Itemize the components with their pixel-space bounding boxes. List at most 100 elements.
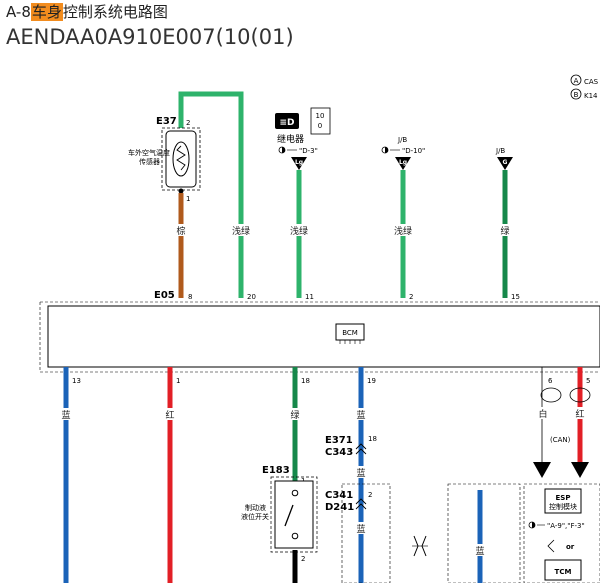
bcm-pin-1: 1 (176, 377, 180, 385)
wire-label-bg (174, 224, 188, 236)
esp-chip-icon (544, 488, 582, 514)
can-bus: 白 红 (CAN) (533, 367, 591, 478)
thermistor-zigzag (176, 145, 186, 171)
relay-ref: "D-3" (299, 147, 318, 155)
sensor-pin-dot (178, 188, 184, 194)
wire-label-blue-mid: 蓝 (356, 409, 365, 421)
wire-label-red-right: 红 (575, 408, 584, 420)
sensor-pin-top: 2 (186, 119, 190, 127)
connector-chevron-icon (355, 498, 367, 505)
conn1-pin: 18 (368, 435, 377, 443)
switch-dashed-box (270, 476, 318, 553)
tcm-label: TCM (555, 568, 572, 576)
bcm-pin-13: 13 (72, 377, 81, 385)
relay-arrow (291, 157, 307, 170)
relay-name: 继电器 (277, 133, 304, 145)
wire-label-blue-mid-3: 蓝 (356, 523, 365, 535)
legend-mark-b (570, 88, 582, 100)
conn2-line1: C341 (325, 490, 353, 501)
junction-block-2: J/B G (495, 147, 513, 170)
conn2-dashed-box (341, 483, 391, 583)
switch-pin-bottom: 2 (301, 555, 305, 563)
legend-b-text: K14 (584, 92, 598, 100)
diagram-header: A-8车身控制系统电路图 AENDAA0A910E007(10(01) (6, 2, 596, 50)
jb2-wire-code: G (503, 159, 508, 166)
wire-label-red-left: 红 (165, 409, 174, 421)
bcm-pin-19: 19 (367, 377, 376, 385)
switch-contact-top (291, 489, 299, 497)
sensor-pin-bottom: 1 (186, 195, 190, 203)
relay-switch-bot: 0 (318, 122, 322, 130)
wire-light-green-sensor (178, 91, 244, 298)
sensor-e37: E37 2 车外空气温度 传感器 1 (128, 116, 201, 203)
switch-name-line1: 制动液 (245, 503, 266, 512)
bcm-pin-11: 11 (305, 293, 314, 301)
jb1-wire-code: Lg (399, 159, 407, 166)
legend: A CAS B K14 (570, 74, 599, 100)
conn2-pin: 2 (368, 491, 372, 499)
headlight-icon (275, 113, 299, 129)
wire-label-bg (232, 224, 252, 236)
title-suffix: 控制系统电路图 (62, 3, 168, 21)
jb1-ref: "D-10" (402, 147, 425, 155)
title-highlight: 车身 (30, 3, 63, 21)
sensor-name-line2: 传感器 (139, 157, 160, 166)
title-prefix: A-8 (6, 3, 31, 21)
legend-mark-a (570, 74, 582, 86)
wire-label-blue-right: 蓝 (475, 545, 484, 557)
switch-id: E183 (262, 465, 290, 476)
legend-mark-b-text: B (574, 91, 579, 99)
relay-wire-code: Lg (295, 159, 303, 166)
bcm-pin-6: 6 (548, 377, 553, 385)
connector-chevron-icon (355, 443, 367, 450)
sensor-id: E37 (156, 116, 177, 127)
wire-label-light-green-2: 浅绿 (290, 225, 308, 237)
sensor-body (165, 130, 197, 188)
thermistor-icon (172, 141, 190, 177)
relay-switch-icon (310, 107, 331, 135)
right-dashed-box (447, 483, 521, 583)
esp-line1: ESP (556, 494, 571, 502)
wire-label-white: 白 (538, 408, 547, 420)
esp-ref: "A-9","F-3" (547, 522, 585, 530)
bcm-pin-8: 8 (188, 293, 192, 301)
bcm-pin-2: 2 (409, 293, 413, 301)
legend-a-text: CAS (584, 78, 599, 86)
jb2-label: J/B (495, 147, 505, 155)
relay: ≡D 10 0 继电器 "D-3" Lg (275, 107, 331, 170)
can-arrow-left (533, 462, 551, 478)
bcm-module: E05 8 20 11 2 15 BCM 13 1 18 19 6 5 (39, 290, 600, 385)
relay-switch-top: 10 (316, 112, 325, 120)
switch-contact-bottom (291, 532, 299, 540)
wire-label-light-green-1: 浅绿 (232, 225, 250, 237)
conn1-line2: C343 (325, 447, 353, 458)
or-bracket-icon (547, 539, 555, 553)
esp-or: or (566, 543, 575, 551)
bcm-label: BCM (342, 329, 358, 337)
wire-label-brown: 棕 (176, 225, 185, 237)
bcm-pin-18: 18 (301, 377, 310, 385)
wire-label-blue-mid-2: 蓝 (356, 467, 365, 479)
legend-mark-a-text: A (574, 77, 579, 85)
page-title: A-8车身控制系统电路图 (6, 2, 596, 22)
connector-e371: E371 C343 18 (325, 435, 377, 458)
can-label: (CAN) (550, 436, 571, 444)
esp-line2: 控制模块 (549, 502, 577, 511)
sensor-name-line1: 车外空气温度 (128, 148, 170, 157)
diagram-code: AENDAA0A910E007(10(01) (6, 25, 294, 49)
wire-label-green-mid: 绿 (290, 409, 299, 421)
conn1-line1: E371 (325, 435, 353, 446)
bcm-connector: E05 (154, 290, 175, 301)
bcm-body (47, 305, 600, 368)
jb2-arrow (497, 157, 513, 170)
wire-label-light-green-3: 浅绿 (394, 225, 412, 237)
bcm-pin-20: 20 (247, 293, 256, 301)
esp-module: ESP 控制模块 "A-9","F-3" or TCM (523, 483, 600, 583)
svg-text:≡D: ≡D (279, 118, 294, 128)
conn2-line2: D241 (325, 502, 354, 513)
wire-label-green-top: 绿 (500, 225, 509, 237)
double-arrow-icon (412, 535, 428, 557)
connector-c341: C341 D241 2 (325, 490, 372, 513)
jb1-label: J/B (397, 136, 407, 144)
